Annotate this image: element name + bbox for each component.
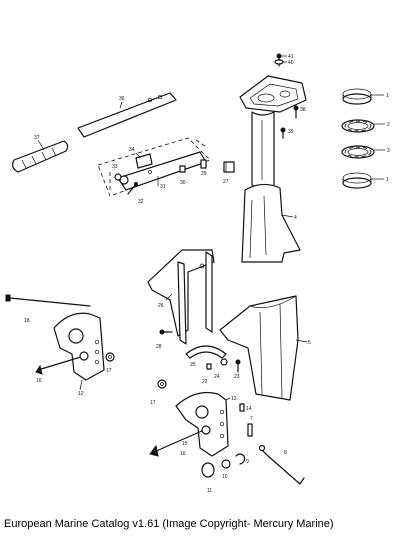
callout-16b: 16 bbox=[180, 451, 186, 457]
washer-17b bbox=[157, 379, 167, 389]
callout-39: 39 bbox=[288, 129, 294, 135]
callout-9: 9 bbox=[246, 459, 249, 465]
callout-15: 15 bbox=[182, 441, 188, 447]
bushing-1b bbox=[342, 172, 372, 189]
washer-17 bbox=[105, 352, 115, 362]
callout-17: 17 bbox=[106, 368, 112, 374]
callout-32: 32 bbox=[138, 199, 144, 205]
screw-28 bbox=[159, 329, 173, 335]
washer-30 bbox=[179, 165, 186, 173]
callout-36: 36 bbox=[119, 96, 125, 102]
bolt-32 bbox=[127, 182, 138, 195]
nut-22 bbox=[206, 363, 212, 370]
bolt-18 bbox=[5, 294, 91, 307]
callout-22: 22 bbox=[202, 379, 208, 385]
washer-11 bbox=[201, 462, 215, 478]
drive-shaft-housing bbox=[239, 75, 307, 263]
spring-10 bbox=[221, 459, 231, 469]
pin-7 bbox=[247, 423, 253, 437]
callout-40: 40 bbox=[288, 60, 294, 66]
callout-11: 11 bbox=[207, 488, 212, 494]
washer-40 bbox=[274, 59, 284, 65]
screw-38 bbox=[293, 105, 299, 119]
callout-27: 27 bbox=[223, 179, 229, 185]
pin-29 bbox=[200, 159, 207, 169]
callout-12: 12 bbox=[78, 391, 84, 397]
clamp-ring-25 bbox=[185, 345, 227, 359]
callout-13: 13 bbox=[231, 396, 237, 402]
image-caption: European Marine Catalog v1.61 (Image Cop… bbox=[4, 518, 334, 530]
callout-29: 29 bbox=[201, 171, 207, 177]
callout-18: 18 bbox=[24, 318, 30, 324]
clamp-screw-15 bbox=[149, 425, 211, 457]
callout-26: 26 bbox=[158, 303, 164, 309]
bushing-1 bbox=[342, 88, 372, 105]
callout-5: 5 bbox=[308, 340, 311, 346]
stud-14 bbox=[239, 403, 245, 412]
callout-7: 7 bbox=[250, 416, 253, 422]
callout-10: 10 bbox=[222, 474, 228, 480]
exhaust-cover bbox=[219, 295, 299, 401]
tiller-arm bbox=[77, 92, 177, 138]
plate-34 bbox=[135, 153, 153, 169]
screw-23 bbox=[235, 359, 241, 373]
callout-41: 41 bbox=[288, 54, 294, 60]
bearing-3 bbox=[341, 145, 375, 159]
callout-23: 23 bbox=[234, 374, 240, 380]
callout-b1: 1 bbox=[386, 93, 389, 99]
callout-14: 14 bbox=[246, 406, 252, 412]
callout-17b: 17 bbox=[150, 400, 156, 406]
callout-30: 30 bbox=[180, 180, 186, 186]
callout-16: 16 bbox=[36, 378, 42, 384]
exploded-parts-diagram: 4 41 40 38 39 1 2 3 1 bbox=[5, 53, 390, 494]
callout-25: 25 bbox=[190, 362, 196, 368]
callout-8: 8 bbox=[284, 450, 287, 456]
callout-4: 4 bbox=[294, 215, 297, 221]
washer-24 bbox=[220, 358, 228, 366]
callout-b3: 3 bbox=[387, 148, 390, 154]
callout-33: 33 bbox=[112, 164, 118, 170]
callout-b2: 2 bbox=[387, 122, 390, 128]
callout-31: 31 bbox=[160, 184, 166, 190]
clip-9 bbox=[235, 453, 246, 465]
callout-24: 24 bbox=[214, 374, 220, 380]
callout-38: 38 bbox=[300, 107, 306, 113]
tilt-rod-8 bbox=[258, 444, 305, 485]
tiller-grip bbox=[12, 140, 69, 173]
knob-27 bbox=[223, 161, 235, 173]
stern-bracket-upper bbox=[53, 312, 105, 381]
swivel-bracket bbox=[147, 249, 215, 345]
callout-b1b: 1 bbox=[386, 177, 389, 183]
callout-34: 34 bbox=[129, 147, 135, 153]
clamp-screw-16 bbox=[35, 351, 89, 375]
callout-28: 28 bbox=[156, 344, 162, 350]
screw-39 bbox=[280, 127, 286, 139]
stern-bracket-lower bbox=[175, 391, 229, 457]
bearing-2 bbox=[341, 119, 375, 133]
callout-37: 37 bbox=[34, 135, 40, 141]
nut-33 bbox=[114, 173, 122, 181]
